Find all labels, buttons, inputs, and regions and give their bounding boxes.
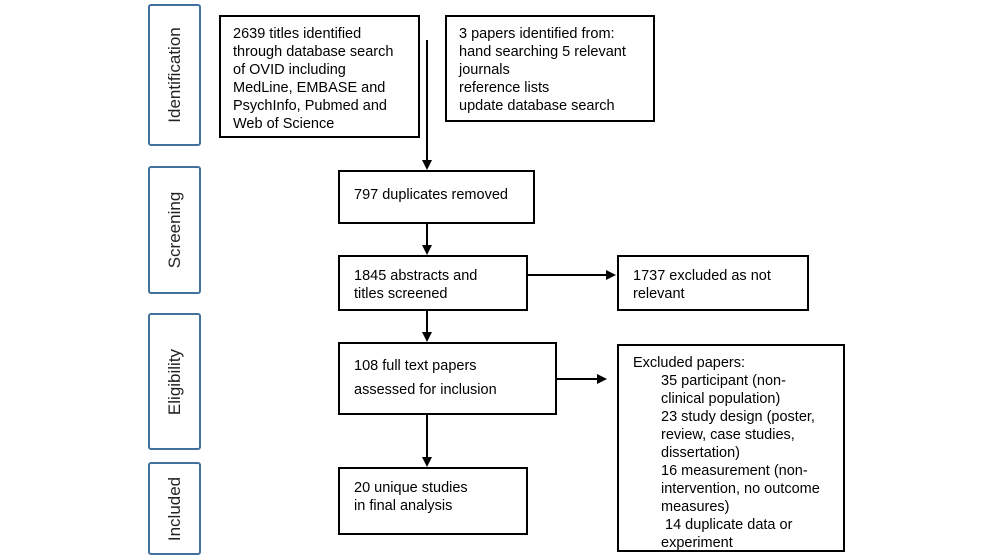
- excluded-reason-line: clinical population): [661, 391, 781, 407]
- box-text-line: 3 papers identified from:: [459, 26, 615, 42]
- box-text-line: 108 full text papers: [354, 358, 477, 374]
- box-text-line: of OVID including: [233, 62, 346, 78]
- excluded-reason-line: intervention, no outcome: [661, 481, 820, 497]
- box-text-line: assessed for inclusion: [354, 382, 497, 398]
- stage-included: Included: [148, 462, 201, 555]
- stage-identification: Identification: [148, 4, 201, 146]
- box-other-sources: 3 papers identified from: hand searching…: [445, 15, 655, 122]
- excluded-reason-line: 16 measurement (non-: [661, 463, 808, 479]
- box-text-line: 1737 excluded as not: [633, 268, 771, 284]
- excluded-reason-line: dissertation): [661, 445, 740, 461]
- excluded-reason-line: review, case studies,: [661, 427, 795, 443]
- box-text-line: through database search: [233, 44, 394, 60]
- excluded-papers-heading: Excluded papers:: [633, 355, 746, 371]
- excluded-reason-line: experiment: [661, 535, 733, 551]
- excluded-reason-line: 23 study design (poster,: [661, 409, 815, 425]
- stage-screening: Screening: [148, 166, 201, 294]
- box-excluded-papers: Excluded papers: 35 participant (non- cl…: [617, 344, 845, 552]
- box-database-search: 2639 titles identified through database …: [219, 15, 420, 138]
- box-screened: 1845 abstracts and titles screened: [338, 255, 528, 311]
- box-text-line: reference lists: [459, 80, 550, 96]
- box-text-line: relevant: [633, 286, 685, 302]
- box-duplicates-removed: 797 duplicates removed: [338, 170, 535, 224]
- box-text-line: titles screened: [354, 286, 448, 302]
- box-text-line: 1845 abstracts and: [354, 268, 478, 284]
- excluded-reason-line: 14 duplicate data or: [661, 517, 793, 533]
- box-text-line: Web of Science: [233, 116, 335, 132]
- box-full-text: 108 full text papers assessed for inclus…: [338, 342, 557, 415]
- box-text-line: in final analysis: [354, 498, 453, 514]
- box-text-line: MedLine, EMBASE and: [233, 80, 386, 96]
- box-included: 20 unique studies in final analysis: [338, 467, 528, 535]
- box-text-line: hand searching 5 relevant: [459, 44, 626, 60]
- excluded-reason-line: 35 participant (non-: [661, 373, 786, 389]
- box-text-line: 2639 titles identified: [233, 26, 362, 42]
- box-excluded-not-relevant: 1737 excluded as not relevant: [617, 255, 809, 311]
- box-text-line: 20 unique studies: [354, 480, 468, 496]
- box-text-line: 797 duplicates removed: [354, 187, 508, 203]
- box-text-line: update database search: [459, 98, 615, 114]
- box-text-line: PsychInfo, Pubmed and: [233, 98, 387, 114]
- stage-eligibility: Eligibility: [148, 313, 201, 450]
- box-text-line: journals: [459, 62, 510, 78]
- excluded-reason-line: measures): [661, 499, 730, 515]
